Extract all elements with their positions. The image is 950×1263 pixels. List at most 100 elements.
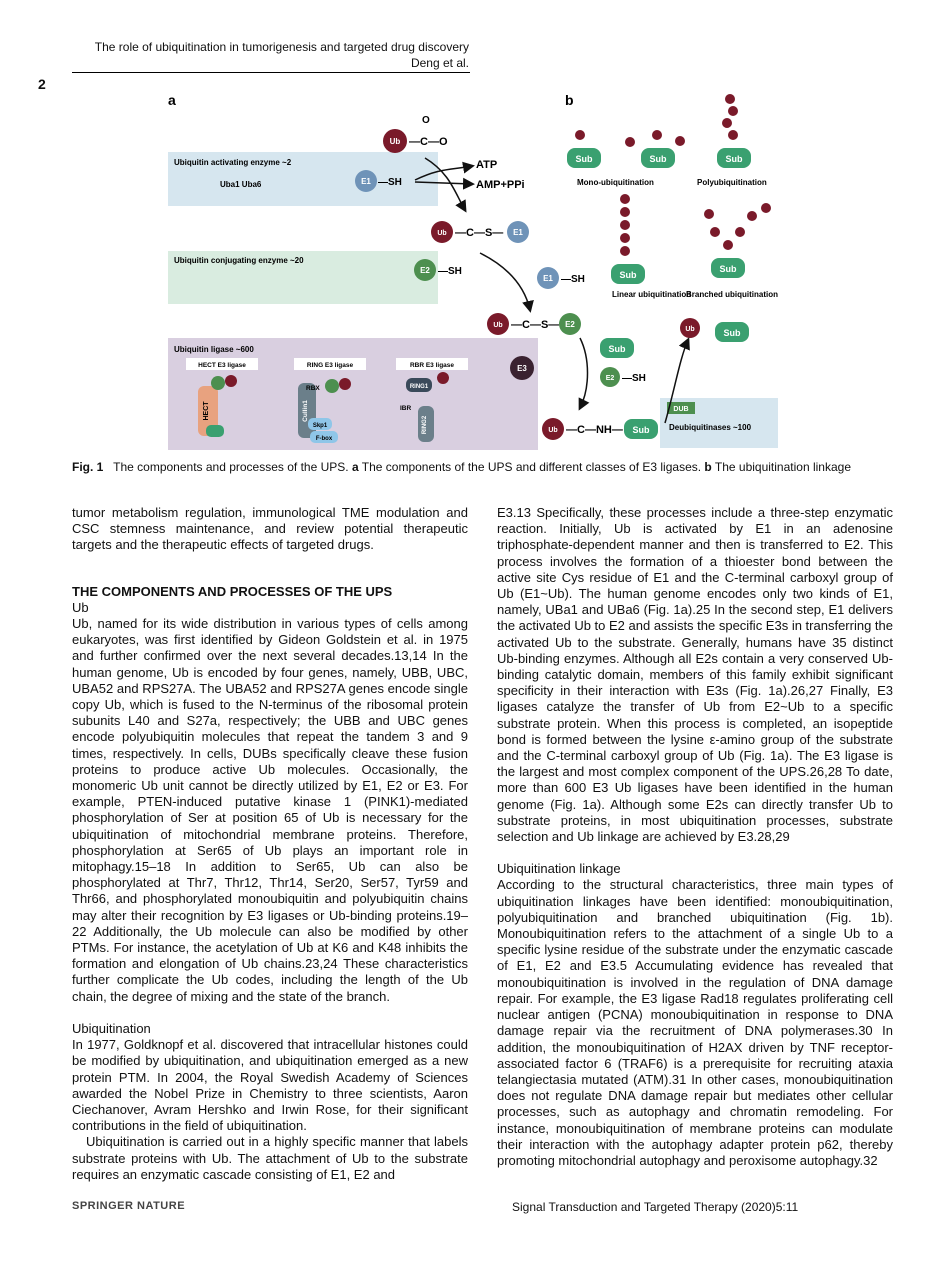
header-authors: Deng et al. bbox=[410, 56, 469, 70]
caption-text-3: The ubiquitination linkage bbox=[714, 460, 851, 474]
ub-paragraph: Ub, named for its wide distribution in v… bbox=[72, 616, 468, 1004]
ring1-domain bbox=[406, 378, 432, 392]
oxygen-top: O bbox=[422, 115, 430, 126]
e1-node-label: E1 bbox=[361, 177, 371, 186]
ub-e2-ub bbox=[487, 313, 509, 335]
ub-sub-ub bbox=[542, 418, 564, 440]
sub-node-top-label: Sub bbox=[609, 344, 627, 354]
ub-e2-e2 bbox=[559, 313, 581, 335]
e2-release-label: E2 bbox=[606, 375, 615, 382]
intro-paragraph: tumor metabolism regulation, immunologic… bbox=[72, 505, 468, 553]
figure-caption: Fig. 1 The components and processes of t… bbox=[72, 459, 893, 475]
caption-label: Fig. 1 bbox=[72, 460, 104, 474]
ring2-label: RING2 bbox=[422, 415, 428, 434]
branched-ub-4 bbox=[704, 209, 714, 219]
linear-ub-4 bbox=[620, 207, 630, 217]
thioester-e2: —C—S— bbox=[511, 319, 559, 331]
branched-sub bbox=[711, 258, 745, 278]
multi-ub-1 bbox=[625, 137, 635, 147]
ring2-domain bbox=[418, 406, 434, 442]
panel-a-label: a bbox=[168, 92, 176, 108]
journal-citation: Signal Transduction and Targeted Therapy… bbox=[512, 1200, 799, 1214]
ring1-label: RING1 bbox=[410, 384, 429, 390]
skp1-domain bbox=[308, 418, 332, 430]
caption-b: b bbox=[704, 460, 712, 474]
poly-sub-label: Sub bbox=[726, 154, 744, 164]
subheading-ubiquitination: Ubiquitination bbox=[72, 1020, 151, 1036]
e2-release-sh: —SH bbox=[622, 373, 646, 384]
poly-sub bbox=[717, 148, 751, 168]
branched-ub-2 bbox=[710, 227, 720, 237]
thioester-e1: —C—S— bbox=[455, 227, 503, 239]
e1-free-label: E1 bbox=[543, 274, 553, 283]
dub-ub-node bbox=[680, 318, 700, 338]
e1-free-sh: —SH bbox=[561, 274, 585, 285]
dub-tag-label: DUB bbox=[673, 406, 688, 413]
ub-e1-ub-label: Ub bbox=[437, 230, 446, 237]
running-header: The role of ubiquitination in tumorigene… bbox=[95, 39, 469, 71]
right-column: E3.13 Specifically, these processes incl… bbox=[497, 505, 893, 1169]
e3-node-label: E3 bbox=[517, 364, 527, 373]
isopeptide-label: —C—NH— bbox=[566, 424, 623, 436]
ub-sub-sub bbox=[624, 419, 658, 439]
page-number: 2 bbox=[38, 76, 46, 92]
multi-ub-3 bbox=[675, 136, 685, 146]
ligation-arrow bbox=[578, 337, 590, 411]
caption-a: a bbox=[351, 460, 359, 474]
subheading-linkage: Ubiquitination linkage bbox=[497, 861, 621, 877]
rbx-label: RBX bbox=[306, 385, 320, 392]
mono-ub bbox=[575, 130, 585, 140]
amp-label: AMP+PPi bbox=[476, 179, 525, 191]
dub-tag bbox=[667, 402, 695, 414]
linear-label: Linear ubiquitination bbox=[612, 290, 691, 299]
e3-node bbox=[510, 356, 534, 380]
branched-ub-3 bbox=[735, 227, 745, 237]
linear-ub-5 bbox=[620, 194, 630, 204]
e1-free-node bbox=[537, 267, 559, 289]
e2-sh-label: —SH bbox=[438, 266, 462, 277]
activation-arrow bbox=[424, 157, 467, 213]
ub-sub-ub-label: Ub bbox=[548, 427, 557, 434]
ub-e1-e1-label: E1 bbox=[513, 228, 523, 237]
conjugating-label: Ubiquitin conjugating enzyme ~20 bbox=[174, 256, 304, 265]
transfer-arrow bbox=[479, 252, 534, 313]
publisher-logo: SPRINGER NATURE bbox=[72, 1200, 186, 1212]
linkage-paragraph: According to the structural characterist… bbox=[497, 877, 893, 1168]
ibr-label: IBR bbox=[400, 405, 412, 412]
ring-e2 bbox=[325, 379, 339, 393]
ring-box bbox=[294, 358, 366, 370]
dub-ub-label: Ub bbox=[685, 326, 694, 333]
rbr-box bbox=[396, 358, 468, 370]
conjugating-box bbox=[168, 251, 438, 304]
e2-node-label: E2 bbox=[420, 266, 430, 275]
linear-sub bbox=[611, 264, 645, 284]
caption-text-2: The components of the UPS and different … bbox=[361, 460, 702, 474]
sub-node-top bbox=[600, 338, 634, 358]
linear-ub-3 bbox=[620, 220, 630, 230]
atp-label: ATP bbox=[476, 159, 497, 171]
figure-1: a b Ubiquitin activating enzyme ~2 Uba1 … bbox=[168, 92, 778, 450]
activating-box bbox=[168, 152, 438, 206]
ubiquitination-paragraph-1: In 1977, Goldknopf et al. discovered tha… bbox=[72, 1037, 468, 1134]
linear-ub-1 bbox=[620, 246, 630, 256]
section-heading: THE COMPONENTS AND PROCESSES OF THE UPS bbox=[72, 583, 393, 599]
multi-sub bbox=[641, 148, 675, 168]
e2-release-node bbox=[600, 367, 620, 387]
e1-sh-label: —SH bbox=[378, 177, 402, 188]
ub-e2-e2-label: E2 bbox=[565, 320, 575, 329]
mono-label: Mono-ubiquitination bbox=[577, 178, 654, 187]
activating-label: Ubiquitin activating enzyme ~2 bbox=[174, 158, 292, 167]
left-column: tumor metabolism regulation, immunologic… bbox=[72, 505, 468, 1183]
ub-node-label: Ub bbox=[390, 137, 401, 146]
carboxyl-label: —C—O bbox=[409, 136, 448, 148]
multi-ub-2 bbox=[652, 130, 662, 140]
poly-ub-4 bbox=[725, 94, 735, 104]
hect-box-label: HECT E3 ligase bbox=[198, 362, 246, 369]
poly-ub-2 bbox=[722, 118, 732, 128]
branched-ub-6 bbox=[761, 203, 771, 213]
ubiquitination-paragraph-2: Ubiquitination is carried out in a highl… bbox=[72, 1134, 468, 1182]
ub-node bbox=[383, 129, 407, 153]
multi-sub-label: Sub bbox=[650, 154, 668, 164]
rbr-ub bbox=[437, 372, 449, 384]
deubiquitinase-label: Deubiquitinases ~100 bbox=[669, 423, 752, 432]
